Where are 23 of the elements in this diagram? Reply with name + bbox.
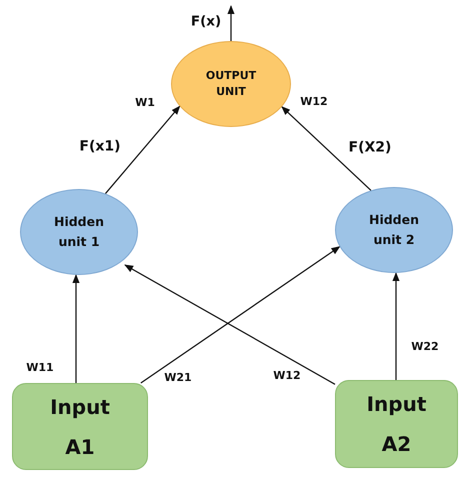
arrow bbox=[124, 264, 336, 385]
input-box bbox=[12, 383, 148, 470]
arrow bbox=[227, 5, 235, 41]
edge-label: F(X2) bbox=[348, 140, 392, 156]
edge-label: W22 bbox=[411, 340, 439, 354]
weight-label: W1 bbox=[135, 96, 155, 110]
arrow bbox=[72, 274, 80, 383]
arrow bbox=[140, 246, 340, 384]
node-label: Input A1 bbox=[49, 394, 111, 460]
arrow bbox=[105, 106, 180, 194]
edge-label: W21 bbox=[164, 372, 192, 384]
edge-label: F(x) bbox=[190, 14, 222, 30]
edge-label: W11 bbox=[26, 362, 54, 374]
arrow bbox=[281, 106, 372, 191]
weight-label: W12 bbox=[300, 96, 328, 108]
edge-label: W12 bbox=[273, 370, 301, 382]
edge-label: F(x1) bbox=[79, 139, 121, 155]
input-box bbox=[335, 380, 458, 468]
node-label: OUTPUT UNIT bbox=[204, 68, 258, 100]
arrow bbox=[392, 272, 400, 380]
node-label: Input A2 bbox=[366, 391, 428, 458]
node-label: Hidden unit 2 bbox=[368, 211, 420, 249]
node-label: Hidden unit 1 bbox=[52, 213, 106, 251]
